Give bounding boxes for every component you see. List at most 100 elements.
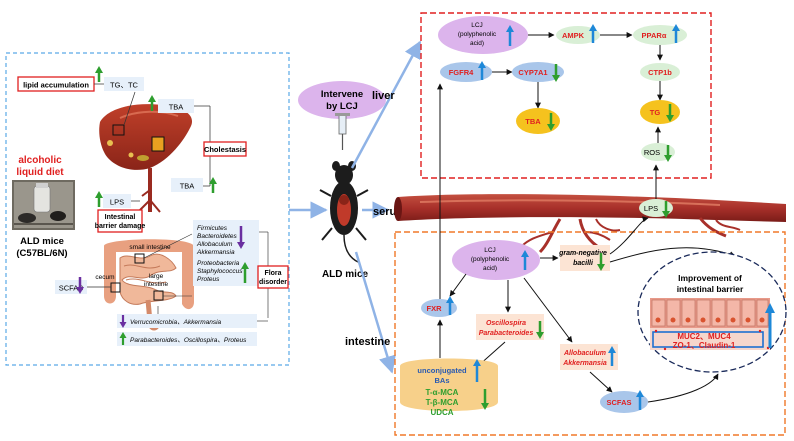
tg-tc-box xyxy=(104,77,144,91)
down-arrow-icon xyxy=(237,226,245,249)
down-arrow-icon xyxy=(662,201,670,218)
cyp7a1-label: CYP7A1 xyxy=(518,68,547,77)
down-arrow-icon xyxy=(597,253,605,271)
allobaculum-box xyxy=(560,344,618,370)
cecum-box xyxy=(110,282,121,293)
mouse-cage-photo xyxy=(12,180,75,230)
down-arrow-icon xyxy=(481,389,489,410)
intervene-ellipse xyxy=(298,81,386,119)
lcj-liver-l3: acid) xyxy=(470,40,484,47)
bas-item-1: T-α-MCA xyxy=(426,388,459,397)
gram-line1: gram-negative xyxy=(558,250,607,257)
liver-highlight xyxy=(119,110,179,119)
gram-line2: bacilli xyxy=(573,260,594,267)
lps-left-label: LPS xyxy=(110,198,124,207)
tg-tc-label: TG、TC xyxy=(110,81,138,90)
lps-left-box xyxy=(103,194,131,208)
blood-vessel xyxy=(398,194,786,222)
down-arrow-icon xyxy=(119,315,127,328)
liver-panel-border xyxy=(420,12,712,179)
down-arrow-icon xyxy=(666,104,674,122)
fat-droplet xyxy=(107,140,113,146)
up-arrow-icon xyxy=(473,359,481,382)
edge-allo-scfas xyxy=(589,371,613,393)
diet-label-line1: alcoholic xyxy=(18,155,62,166)
tba-liver-label: TBA xyxy=(525,117,541,126)
up-arrow-icon xyxy=(608,346,616,366)
up-arrow-icon xyxy=(636,390,644,410)
up-arrow-icon xyxy=(765,303,775,348)
scfas-int-label: SCFAS xyxy=(606,398,631,407)
down-arrow-icon xyxy=(664,145,672,162)
edge-lcj-fxr xyxy=(449,273,467,297)
lcj-int-l2: (polyphenolic xyxy=(471,256,510,263)
up-arrow-icon xyxy=(209,177,217,193)
bas-node xyxy=(400,358,498,411)
ctp1b-label: CTP1b xyxy=(648,68,672,77)
ampk-node xyxy=(556,26,600,44)
tba-mid-label: TBA xyxy=(180,182,195,191)
intervene-line1: Intervene xyxy=(321,89,363,100)
barrier-damage-box xyxy=(97,209,143,233)
vessel-opening xyxy=(394,197,402,221)
up-arrow-icon xyxy=(446,296,454,315)
tg-label: TG xyxy=(650,108,661,117)
lcj-int-l1: LCJ xyxy=(484,247,496,254)
verruco-box xyxy=(117,314,257,328)
oscill-line1: Oscillospira xyxy=(486,320,526,327)
fxr-node xyxy=(421,299,457,317)
flow-arrow-liver xyxy=(350,40,422,169)
allo-line2: Akkermansia xyxy=(562,360,607,367)
mouse-dissected-icon xyxy=(319,161,369,263)
bas-line1: unconjugated xyxy=(417,366,467,375)
barrier-damage-line2: barrier damage xyxy=(95,223,146,230)
cecum-label: cecum xyxy=(95,274,114,281)
fxr-label: FXR xyxy=(427,304,443,313)
bas-item-2: T-β-MCA xyxy=(426,398,459,407)
large-intestine-box xyxy=(153,290,164,301)
left-panel-border xyxy=(5,52,290,366)
barrier-line1: Improvement of xyxy=(678,273,742,283)
small-intestine-box xyxy=(134,253,145,264)
flora-disorder-line2: disorder xyxy=(259,279,287,286)
scfas-int-node xyxy=(600,391,648,413)
allo-line1: Allobaculum xyxy=(563,350,606,357)
ald-mice-middle-label: ALD mice xyxy=(322,269,369,280)
bile-duct-box xyxy=(151,136,165,152)
flora-disorder-line1: Flora xyxy=(264,270,281,277)
up-arrow-icon xyxy=(119,332,127,345)
down-arrow-icon xyxy=(536,321,544,339)
gallbladder xyxy=(137,155,149,161)
up-arrow-icon xyxy=(589,24,597,43)
phylum-down-1: Firmicutes xyxy=(197,225,228,232)
lcj-liver-l2: (polyphenolic xyxy=(458,31,497,38)
tba-mid-box xyxy=(171,178,203,192)
up-arrow-icon xyxy=(521,250,529,270)
up-arrow-icon xyxy=(672,24,680,43)
intestine-section-label: intestine xyxy=(345,336,390,348)
lps-serum-label: LPS xyxy=(644,204,658,213)
phylum-down-3: Allobaculum xyxy=(196,241,233,248)
epithelium-cells xyxy=(650,298,770,351)
liver-zoom-box xyxy=(112,124,125,136)
edge-gram-barrier xyxy=(609,247,736,263)
cholestasis-label: Cholestasis xyxy=(204,145,246,154)
microbiota-box xyxy=(193,220,259,286)
parabact-box xyxy=(117,332,257,346)
small-intestine-label: small intestine xyxy=(129,244,171,251)
flow-arrow-intestine xyxy=(354,251,396,374)
fgfr4-label: FGFR4 xyxy=(449,68,474,77)
intervene-line2: by LCJ xyxy=(326,101,358,112)
ald-mice-label-line2: (C57BL/6N) xyxy=(16,248,67,259)
phylum-up-1: Proteobacteria xyxy=(197,260,240,267)
barrier-damage-line1: Intestinal xyxy=(105,214,136,221)
edge-lcj-allo xyxy=(523,277,573,343)
bas-line2: BAs xyxy=(434,376,449,385)
lcj-intestine-node xyxy=(452,240,540,280)
fat-droplet xyxy=(128,152,134,158)
zo-label: ZO-1、Claudin-1 xyxy=(673,341,736,350)
down-arrow-icon xyxy=(547,113,555,131)
lipid-accumulation-label: lipid accumulation xyxy=(23,81,89,90)
